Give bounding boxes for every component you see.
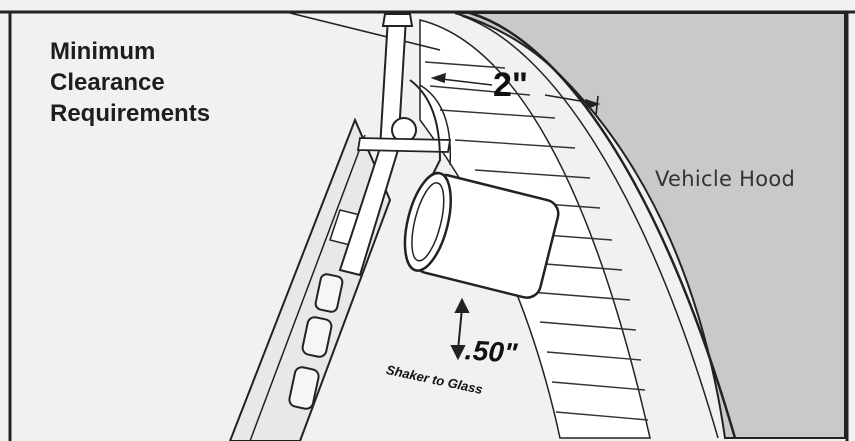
dash-vents bbox=[288, 273, 344, 410]
title-line-2: Clearance bbox=[50, 69, 165, 96]
gap-arrow-icon bbox=[450, 297, 470, 361]
title-line-3: Requirements bbox=[50, 100, 211, 127]
diagram-title: Minimum Clearance Requirements bbox=[50, 36, 210, 129]
vehicle-hood bbox=[454, 12, 846, 439]
dash-inner-line bbox=[249, 134, 366, 441]
shaker-gap-value: .50" bbox=[464, 334, 519, 369]
hood-edge-line bbox=[469, 11, 737, 439]
mount-cable-2 bbox=[419, 84, 452, 166]
windshield-top-edge bbox=[289, 12, 441, 51]
hood-inner-line bbox=[461, 15, 719, 439]
hood-gap-label: 2" bbox=[493, 66, 529, 104]
title-line-1: Minimum bbox=[50, 38, 156, 65]
shaker-unit bbox=[403, 171, 560, 299]
mount-cable bbox=[409, 79, 442, 181]
mount-clamp bbox=[381, 13, 414, 27]
vehicle-hood-label: Vehicle Hood bbox=[655, 167, 796, 191]
hood-gap-dimension bbox=[430, 72, 601, 116]
mount-bracket bbox=[356, 137, 452, 153]
